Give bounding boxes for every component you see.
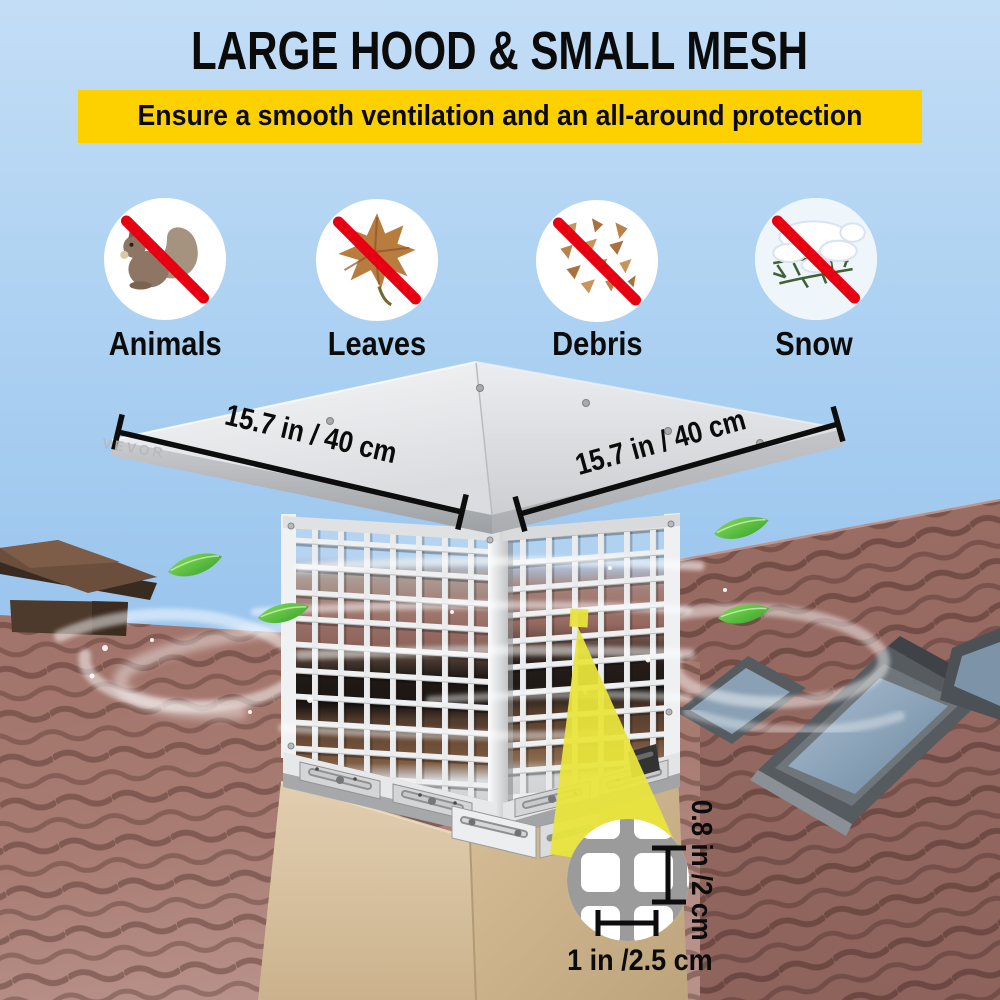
- skylight-main: [750, 636, 995, 836]
- right-corner-post: [664, 513, 680, 764]
- skylight-right-edge: [940, 628, 1000, 720]
- chimney-cap-hood: [111, 361, 844, 534]
- no-leaves-icon: [316, 199, 438, 321]
- no-debris-icon: [536, 200, 658, 322]
- mesh-cell-dimensions: [595, 845, 686, 936]
- mesh-cell-width-label: 1 in /2.5 cm: [567, 944, 713, 977]
- no-snow-icon: [755, 198, 877, 320]
- highlight-beam: [550, 627, 690, 876]
- mesh-cell-height-label: 0.8 in /2 cm: [685, 799, 717, 941]
- label-leaves: Leaves: [327, 325, 427, 362]
- subtitle-text: Ensure a smooth ventilation and an all-a…: [137, 100, 863, 132]
- subtitle-banner: Ensure a smooth ventilation and an all-a…: [78, 90, 922, 143]
- label-debris: Debris: [551, 325, 643, 362]
- dimension-lines: [111, 405, 846, 533]
- no-animals-icon: [104, 198, 226, 320]
- mesh-detail-callout: [550, 608, 690, 941]
- leaf-icon: [714, 516, 769, 539]
- leaf-icon: [258, 603, 310, 624]
- page-title-text: LARGE HOOD & SMALL MESH: [191, 21, 809, 81]
- background-cupola: [0, 540, 157, 636]
- leaf-icon: [168, 553, 223, 577]
- floating-leaves: [168, 516, 770, 624]
- label-animals: Animals: [108, 325, 222, 362]
- page-title: LARGE HOOD & SMALL MESH: [0, 20, 1000, 82]
- leaf-icon: [718, 604, 770, 624]
- left-corner-post: [281, 514, 296, 758]
- label-snow: Snow: [775, 325, 853, 362]
- wind-streaks-front: [251, 556, 705, 741]
- front-corner-post: [488, 528, 508, 826]
